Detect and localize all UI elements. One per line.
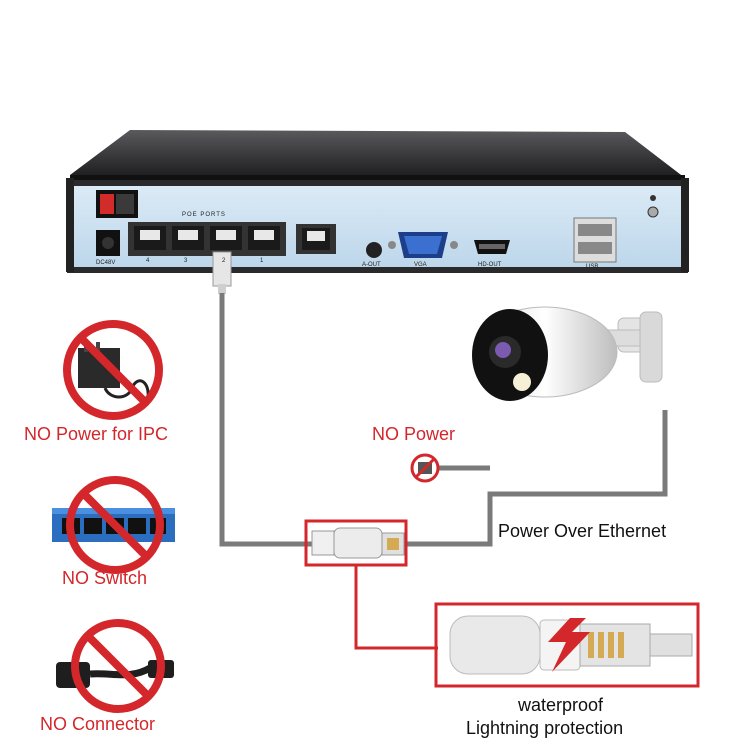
port-number: 4 <box>146 258 149 264</box>
no-power-adapter-icon <box>67 324 159 416</box>
port-number: 2 <box>222 258 225 264</box>
no-power-ipc-label: NO Power for IPC <box>24 424 168 445</box>
vga-label: VGA <box>414 262 427 268</box>
poe-ports <box>128 222 286 256</box>
poe-port <box>210 226 242 250</box>
lightning-protection-label: Lightning protection <box>466 718 623 739</box>
bullet-camera <box>472 307 662 401</box>
lan-port <box>296 224 336 254</box>
ethernet-coupler <box>312 528 404 558</box>
usb-ports <box>574 218 616 262</box>
nvr-device <box>66 130 689 272</box>
usb-label: USB <box>586 264 598 270</box>
waterproof-connector-zoom <box>450 616 692 674</box>
no-connector-label: NO Connector <box>40 714 155 735</box>
dc-label: DC48V <box>96 260 115 266</box>
hdout-label: HD-OUT <box>478 262 501 268</box>
no-power-label: NO Power <box>372 424 455 445</box>
no-power-icon <box>412 455 438 481</box>
nvr-top-cover <box>70 130 685 178</box>
poe-label: Power Over Ethernet <box>498 521 666 542</box>
hdmi-port <box>474 240 510 254</box>
no-switch-icon <box>52 480 175 570</box>
port-number: 1 <box>260 258 263 264</box>
aout-label: A-OUT <box>362 262 381 268</box>
no-switch-label: NO Switch <box>62 568 147 589</box>
poe-ports-label: POE PORTS <box>182 212 226 218</box>
poe-port <box>134 226 166 250</box>
poe-port <box>172 226 204 250</box>
port-number: 3 <box>184 258 187 264</box>
no-connector-icon <box>56 623 174 709</box>
waterproof-label: waterproof <box>518 695 603 716</box>
poe-port <box>248 226 280 250</box>
audio-out-jack <box>366 242 382 258</box>
